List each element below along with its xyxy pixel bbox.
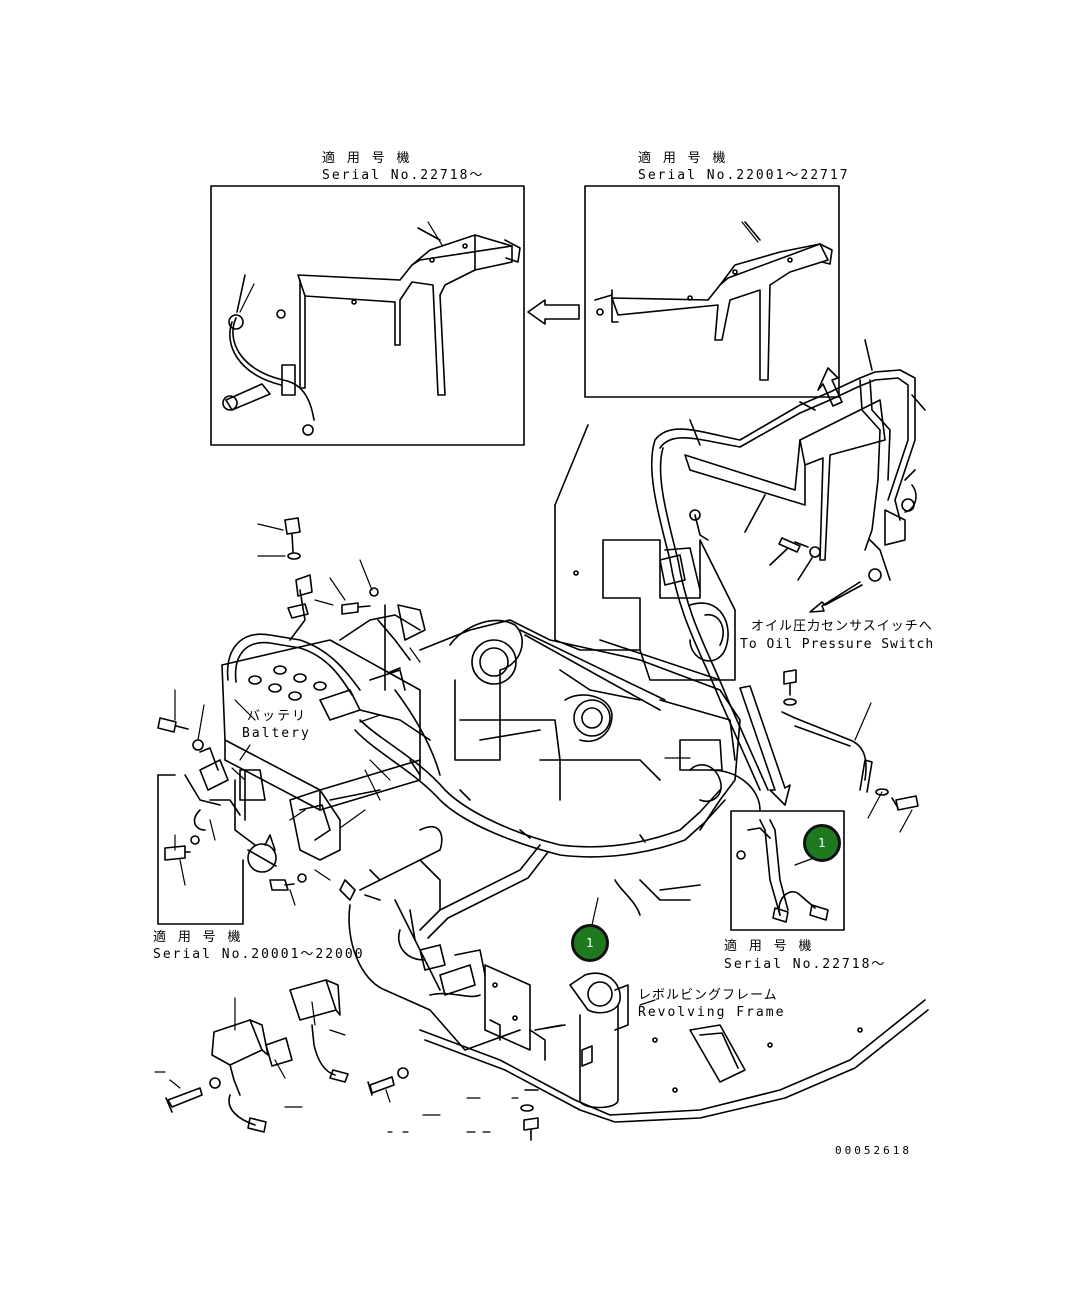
inset-lower-left-jp-label: 適 用 号 機 <box>153 930 243 945</box>
revolving-frame-jp-label: レボルビングフレーム <box>638 988 778 1003</box>
drawing-number: 00052618 <box>835 1144 912 1157</box>
inset-box-lower-left <box>157 774 244 925</box>
inset-box-lower-right <box>730 810 845 931</box>
oil-pressure-en-label: To Oil Pressure Switch <box>740 637 935 652</box>
inset-right-serial-label: Serial No.22001～22717 <box>638 168 850 183</box>
arrow-up-icon <box>817 367 843 407</box>
bracket-old <box>594 221 833 381</box>
inset-box-upper-right <box>584 185 840 398</box>
callout-marker-1-lower[interactable]: 1 <box>571 924 609 962</box>
inset-right-jp-label: 適 用 号 機 <box>638 151 728 166</box>
arrow-left-icon <box>527 299 580 325</box>
label-dashes <box>154 1071 519 1133</box>
arrow-down-icon <box>739 685 791 806</box>
oil-pressure-area <box>554 424 863 806</box>
harness-upper-right <box>650 339 926 791</box>
bracket-new <box>222 227 521 436</box>
inset-box-upper-left <box>210 185 525 446</box>
inset-lower-right-jp-label: 適 用 号 機 <box>724 939 814 954</box>
loose-cable-right <box>781 669 919 811</box>
inset-lower-right-serial-label: Serial No.22718～ <box>724 957 887 972</box>
battery-en-label: Baltery <box>242 726 311 741</box>
lower-right-cable <box>736 819 829 923</box>
oil-pressure-jp-label: オイル圧力センサスイッチへ <box>751 619 933 634</box>
inset-left-serial-label: Serial No.22718～ <box>322 168 485 183</box>
inset-lower-left-serial-label: Serial No.20001～22000 <box>153 947 365 962</box>
callout-number: 1 <box>818 836 826 850</box>
battery-jp-label: バッテリ <box>247 709 308 724</box>
battery-area <box>157 517 539 1141</box>
revolving-frame-body <box>348 619 929 1123</box>
inset-left-jp-label: 適 用 号 機 <box>322 151 412 166</box>
callout-number: 1 <box>586 936 594 950</box>
revolving-frame-en-label: Revolving Frame <box>638 1005 786 1020</box>
leader-lines <box>169 221 913 1103</box>
callout-marker-1-upper[interactable]: 1 <box>803 824 841 862</box>
